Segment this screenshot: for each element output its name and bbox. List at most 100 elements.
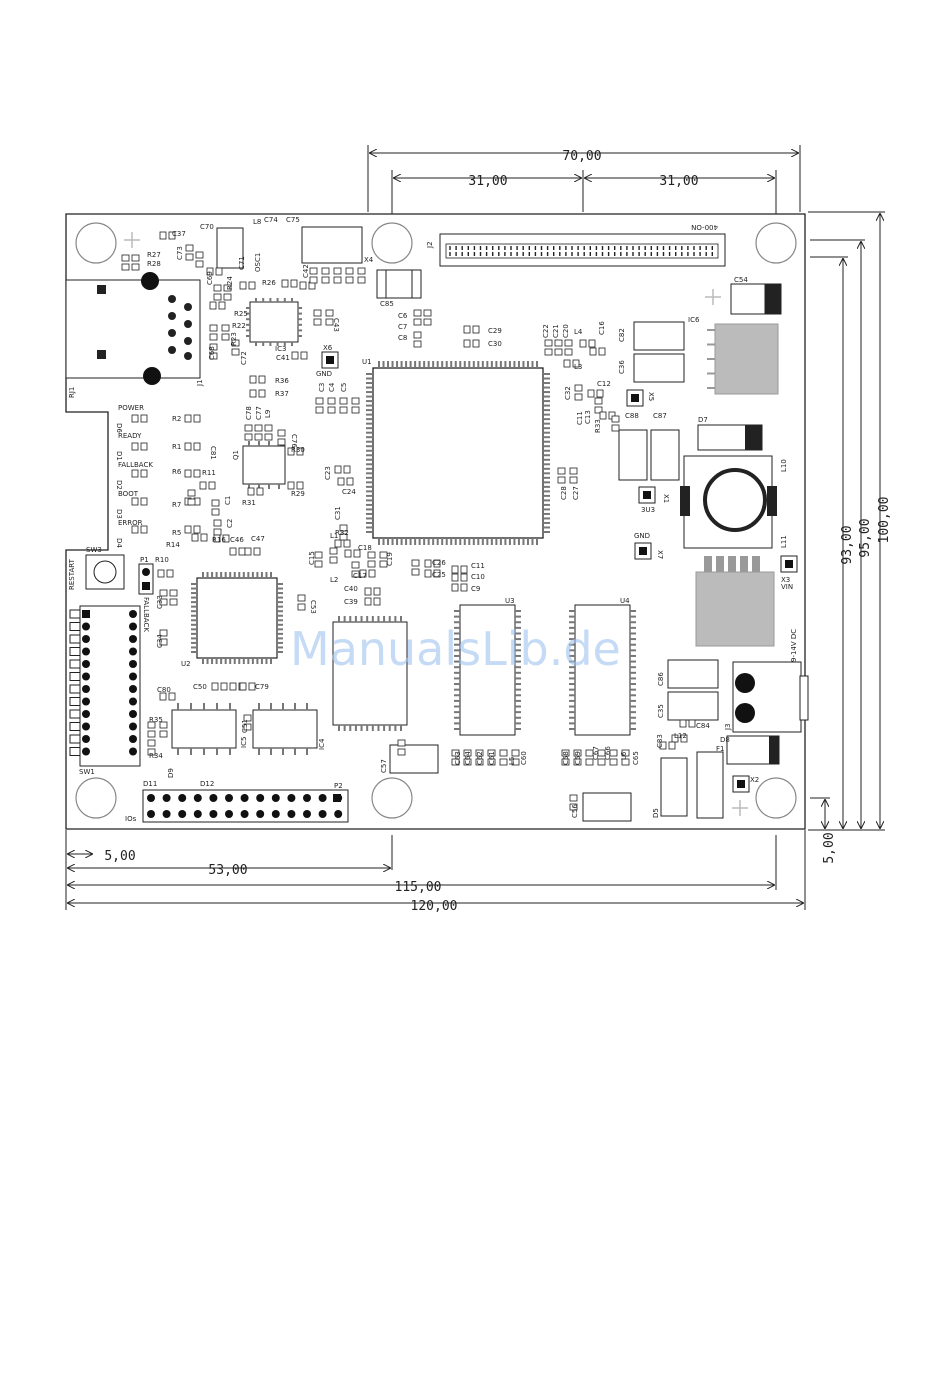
label-d5: D5 <box>652 808 660 818</box>
chip-pin <box>454 660 460 663</box>
smd-pad <box>433 559 441 568</box>
chip-pin <box>366 431 373 434</box>
label-l12: L12 <box>674 732 687 740</box>
chip-pin <box>268 484 270 489</box>
terminal-pin <box>129 747 137 756</box>
chip-pin <box>366 481 373 484</box>
header-pin <box>225 794 233 802</box>
smd-pad <box>569 467 578 475</box>
smd-pad <box>460 583 468 592</box>
smd-pad <box>258 389 266 398</box>
chip-pin <box>463 361 466 368</box>
terminal-pin <box>129 697 137 706</box>
chip-pin <box>291 298 293 302</box>
smd-pad <box>564 339 573 347</box>
chip-pin <box>258 703 260 710</box>
smd-pad <box>413 340 422 348</box>
smd-pad <box>291 351 299 360</box>
chip-ic5 <box>171 703 318 755</box>
chip-pin <box>450 538 453 545</box>
chip-pin <box>543 494 550 497</box>
inductor-pad <box>740 556 748 572</box>
smd-pad <box>621 758 630 766</box>
chip-pin <box>211 658 214 664</box>
chip-pin <box>543 531 550 533</box>
chip-pin <box>277 596 283 599</box>
chip-pin <box>400 725 402 731</box>
label-c2: C2 <box>226 519 234 528</box>
chip-pin <box>569 671 575 674</box>
fallback-jumper[interactable] <box>138 563 154 595</box>
header-pin <box>162 794 171 802</box>
smd-pad <box>199 481 207 490</box>
smd-pad <box>554 339 563 347</box>
chip-pin <box>366 463 373 466</box>
smd-pad <box>397 748 406 756</box>
label-c58: C58 <box>562 751 570 765</box>
smd-pad <box>579 339 587 348</box>
chip-pin <box>229 658 232 664</box>
chip-pin <box>371 725 374 731</box>
label-r5: R5 <box>172 529 181 537</box>
chip-pin <box>366 476 373 479</box>
smd-pad <box>140 497 148 506</box>
chip-pin <box>536 361 538 368</box>
smd-pad <box>572 359 580 368</box>
smd-pad <box>243 723 252 731</box>
terminal-pin <box>82 672 90 681</box>
chip-pin <box>531 538 534 545</box>
smd-pad <box>231 348 240 356</box>
smd-pad <box>337 477 345 486</box>
label-c3: C3 <box>318 383 326 392</box>
header-pin <box>287 810 296 818</box>
chip-pin <box>515 722 521 725</box>
smd-pad <box>688 719 696 728</box>
label-gnd-1: GND <box>316 370 332 378</box>
smd-pad <box>244 433 253 441</box>
chip-pin <box>630 711 636 714</box>
label-c11: C11 <box>471 562 485 570</box>
chip-pin <box>277 583 283 585</box>
label-sw3: SW3 <box>86 546 102 554</box>
smd-pad <box>184 442 192 451</box>
chip-pin <box>366 422 373 425</box>
label-c84: C84 <box>696 722 710 730</box>
header-pin <box>287 794 296 802</box>
label-r23: R23 <box>230 332 238 346</box>
chip-pin <box>248 484 250 489</box>
test-points <box>321 351 798 793</box>
label-c1: C1 <box>224 496 232 505</box>
chip-pin <box>366 490 373 493</box>
smd-pad <box>424 569 432 578</box>
chip-pin <box>366 413 373 416</box>
label-r24: R24 <box>226 276 234 290</box>
label-supply: 9-14V DC <box>790 629 798 662</box>
label-c87: C87 <box>653 412 667 420</box>
chip-pin <box>454 632 460 635</box>
label-c74: C74 <box>264 216 278 224</box>
inductor-pad <box>704 556 712 572</box>
smd-pad <box>191 533 199 542</box>
label-c69: C69 <box>206 271 214 285</box>
chip-pin <box>569 677 575 680</box>
restart-button[interactable] <box>85 554 125 590</box>
chip-pin <box>454 722 460 725</box>
header-pin <box>318 810 327 818</box>
label-r10: R10 <box>155 556 169 564</box>
smd-pad <box>248 682 256 691</box>
label-u2: U2 <box>181 660 191 668</box>
header-pin <box>318 794 327 802</box>
terminal-pin <box>82 635 90 643</box>
chip-pin <box>504 538 507 545</box>
chip-pin <box>366 404 373 407</box>
label-r26: R26 <box>262 279 276 287</box>
label-vin: VIN <box>781 583 793 591</box>
chip-pin <box>543 386 550 389</box>
smd-pad <box>313 309 322 317</box>
terminal-pin <box>129 722 137 731</box>
smd-pad <box>333 267 342 275</box>
chip-pin <box>383 616 386 622</box>
chip-ic4 <box>332 616 408 731</box>
label-c11t: C11 <box>576 411 584 425</box>
smd-pad <box>243 714 252 722</box>
